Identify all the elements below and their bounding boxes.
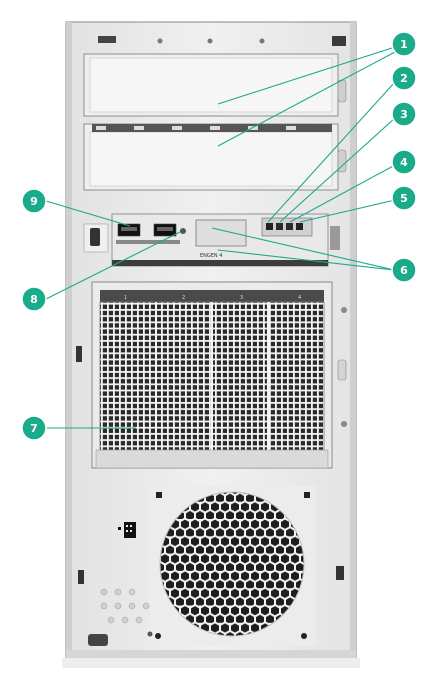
callout-badge-5: 5 <box>391 185 417 211</box>
nic-led <box>286 223 293 230</box>
bay-number-4: 4 <box>298 295 301 301</box>
right-side-clips <box>337 79 347 173</box>
bay-number-1: 1 <box>124 295 127 301</box>
callout-badge-8: 8 <box>21 286 47 312</box>
callout-badge-4: 4 <box>391 149 417 175</box>
leader-line-6a <box>211 227 395 271</box>
usb-port-left[interactable] <box>117 223 141 237</box>
uid-button[interactable] <box>296 223 303 230</box>
callout-badge-6: 6 <box>391 257 417 283</box>
bottom-tabs <box>78 566 344 646</box>
power-button[interactable] <box>266 223 273 230</box>
io-panel-right-latch <box>330 226 340 250</box>
side-handles <box>76 307 347 427</box>
usb-port-right[interactable] <box>153 223 177 237</box>
panel-label: ENGEN 4 <box>200 253 222 259</box>
callout-circle-6 <box>391 257 417 283</box>
callout-circle-2 <box>391 65 417 91</box>
callout-lines <box>45 47 396 429</box>
bay-number-3: 3 <box>240 295 243 301</box>
network-port-icon <box>118 522 136 538</box>
callout-circle-4 <box>391 149 417 175</box>
leader-line-9 <box>45 200 131 227</box>
port-bezel <box>116 228 186 244</box>
drive-bay-lower <box>83 123 339 191</box>
drive-cage <box>91 281 333 469</box>
leader-line-1b <box>217 51 396 147</box>
callout-label-8: 8 <box>30 293 38 306</box>
health-led <box>276 223 283 230</box>
leader-line-6b <box>217 249 395 271</box>
vent-dots <box>100 588 150 624</box>
callout-label-7: 7 <box>30 422 38 435</box>
callout-label-6: 6 <box>400 264 408 277</box>
callout-circle-8 <box>21 286 47 312</box>
fan-grill <box>150 486 316 646</box>
callouts: 1 2 3 4 5 6 7 8 <box>21 31 417 441</box>
callout-label-2: 2 <box>400 72 408 85</box>
leader-line-1a <box>217 47 393 105</box>
leader-line-5 <box>299 199 396 223</box>
callout-badge-2: 2 <box>391 65 417 91</box>
callout-circle-3 <box>391 101 417 127</box>
top-latch-tabs <box>98 36 346 46</box>
callout-circle-9 <box>21 188 47 214</box>
leader-line-8 <box>45 231 181 300</box>
leader-line-4 <box>289 164 396 223</box>
leader-line-3 <box>279 117 396 223</box>
callout-label-5: 5 <box>400 192 408 205</box>
callout-badge-9: 9 <box>21 188 47 214</box>
leader-line-2 <box>267 81 396 223</box>
callout-circle-1 <box>391 31 417 57</box>
callout-badge-1: 1 <box>391 31 417 57</box>
drive-bay-upper <box>83 53 339 117</box>
callout-label-3: 3 <box>400 108 408 121</box>
callout-label-1: 1 <box>400 38 408 51</box>
callout-badge-3: 3 <box>391 101 417 127</box>
callout-circle-5 <box>391 185 417 211</box>
drive-bay-numbers: 1 2 3 4 <box>124 295 301 301</box>
callout-label-4: 4 <box>400 156 408 169</box>
callout-badge-7: 7 <box>21 415 47 441</box>
callout-circle-7 <box>21 415 47 441</box>
model-panel: ENGEN 4 <box>195 219 247 259</box>
callout-label-9: 9 <box>30 195 38 208</box>
bay-number-2: 2 <box>182 295 185 301</box>
